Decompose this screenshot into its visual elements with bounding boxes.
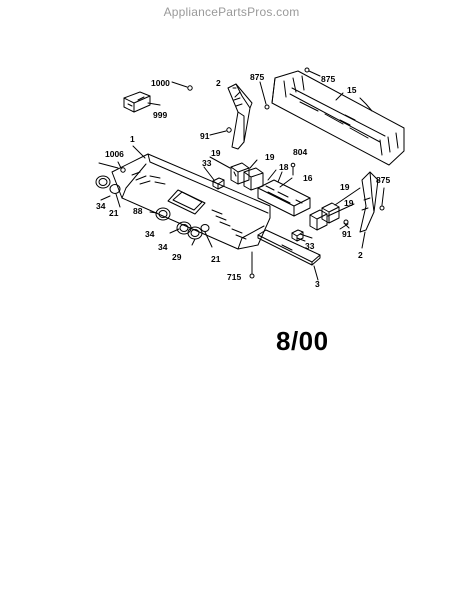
callout-34: 34 xyxy=(158,242,168,252)
part-91-screw-right xyxy=(339,219,349,230)
callout-18: 18 xyxy=(279,162,289,172)
callout-1000: 1000 xyxy=(151,78,170,88)
part-999-clip xyxy=(123,91,151,113)
part-804-pin xyxy=(290,162,296,176)
callout-34: 34 xyxy=(96,201,106,211)
part-3-trim-strip xyxy=(257,229,321,266)
part-715-screw xyxy=(249,251,255,279)
callout-875: 875 xyxy=(376,175,390,185)
knob-21-center xyxy=(200,224,210,232)
callout-29: 29 xyxy=(172,252,182,262)
callout-875: 875 xyxy=(250,72,264,82)
callout-1006: 1006 xyxy=(105,149,124,159)
part-19-switch-a xyxy=(230,162,250,185)
part-91-screw-left xyxy=(209,127,232,136)
callout-2: 2 xyxy=(216,78,221,88)
part-33-switch-left xyxy=(212,177,225,190)
leader-lines xyxy=(98,87,366,281)
callout-34: 34 xyxy=(145,229,155,239)
callout-33: 33 xyxy=(202,158,212,168)
knob-88 xyxy=(155,207,171,221)
callout-91: 91 xyxy=(200,131,210,141)
callout-3: 3 xyxy=(315,279,320,289)
callout-804: 804 xyxy=(293,147,307,157)
part-875-screw-top-right xyxy=(304,67,321,77)
callout-19: 19 xyxy=(340,182,350,192)
part-2-right-bracket xyxy=(359,171,379,233)
callout-999: 999 xyxy=(153,110,167,120)
knob-21-left xyxy=(109,184,121,194)
part-15-rear-panel xyxy=(271,70,405,166)
knob-34-center xyxy=(176,221,192,235)
part-1006-screw xyxy=(117,161,126,173)
part-19-switch-c xyxy=(309,209,328,231)
callout-88: 88 xyxy=(133,206,143,216)
watermark-text: AppliancePartsPros.com xyxy=(163,5,300,19)
part-18-connector xyxy=(277,171,283,183)
callout-33: 33 xyxy=(305,241,315,251)
knob-34-left xyxy=(95,175,111,189)
callout-875: 875 xyxy=(321,74,335,84)
part-1000-screw xyxy=(171,81,193,91)
part-2-left-bracket xyxy=(227,83,253,150)
callout-91: 91 xyxy=(342,229,352,239)
callout-715: 715 xyxy=(227,272,241,282)
callout-16: 16 xyxy=(303,173,313,183)
callout-21: 21 xyxy=(109,208,119,218)
date-code: 8/00 xyxy=(276,326,329,356)
part-875-screw-top-left xyxy=(259,81,270,110)
callout-2: 2 xyxy=(358,250,363,260)
part-875-screw-right xyxy=(379,187,385,211)
callout-15: 15 xyxy=(347,85,357,95)
knob-29 xyxy=(187,226,203,240)
callout-19: 19 xyxy=(211,148,221,158)
callout-19: 19 xyxy=(344,198,354,208)
part-16-display-board xyxy=(257,179,311,217)
callout-21: 21 xyxy=(211,254,221,264)
callout-1: 1 xyxy=(130,134,135,144)
callout-19: 19 xyxy=(265,152,275,162)
